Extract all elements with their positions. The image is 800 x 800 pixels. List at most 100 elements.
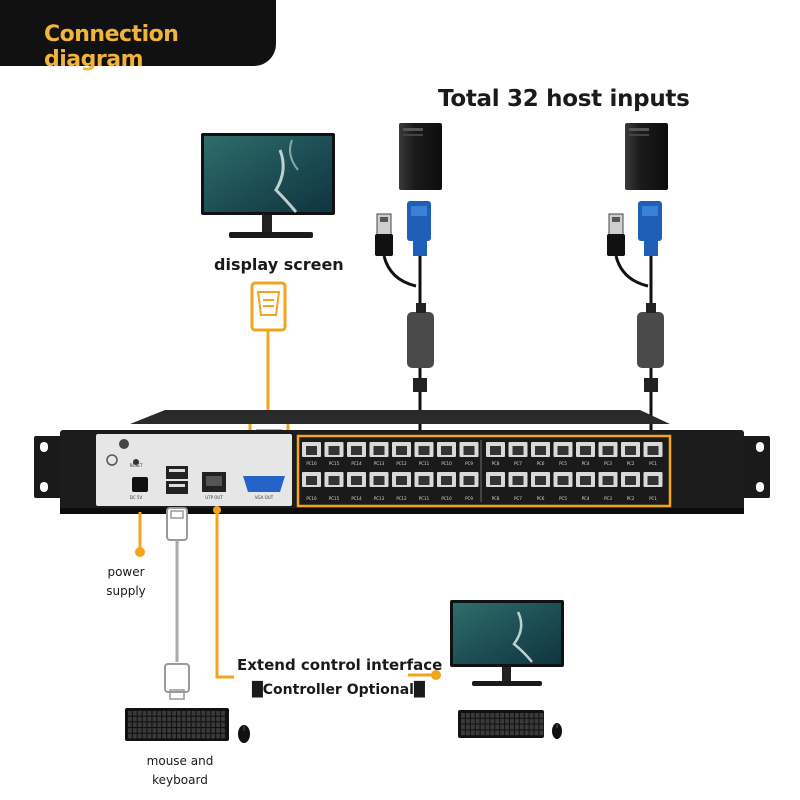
keyboard-key bbox=[201, 716, 206, 722]
port-label: PC6 bbox=[537, 496, 545, 501]
keyboard-key bbox=[186, 716, 191, 722]
keyboard-key bbox=[490, 724, 495, 730]
keyboard-key bbox=[172, 722, 176, 727]
port-label: PC11 bbox=[419, 496, 430, 501]
keyboard-key bbox=[132, 722, 137, 727]
diagram-title: Connection diagram bbox=[44, 22, 179, 72]
keyboard-key bbox=[172, 728, 176, 733]
keyboard-key bbox=[216, 716, 220, 722]
keyboard-key bbox=[519, 718, 524, 724]
keyboard-key bbox=[162, 733, 167, 739]
keyboard-key bbox=[177, 711, 181, 716]
keyboard-key bbox=[539, 730, 544, 736]
keyboard-key bbox=[177, 728, 181, 733]
header-tag: Connection diagram bbox=[0, 0, 276, 72]
keyboard-key bbox=[132, 711, 137, 716]
port-label: PC12 bbox=[396, 496, 407, 501]
keyboard-key bbox=[495, 713, 500, 718]
keyboard-key bbox=[157, 711, 162, 716]
keyboard-key bbox=[510, 724, 514, 730]
keyboard-key bbox=[211, 716, 216, 722]
keyboard-key bbox=[206, 716, 211, 722]
keyboard-key bbox=[142, 711, 147, 716]
port-label: PC1 bbox=[649, 496, 657, 501]
keyboard-key bbox=[534, 724, 539, 730]
keyboard-key bbox=[167, 716, 171, 722]
keyboard-key bbox=[221, 728, 225, 733]
keyboard-key bbox=[514, 718, 519, 724]
usb-port-bottom bbox=[166, 481, 188, 494]
keyboard-key bbox=[177, 716, 181, 722]
keyboard-key bbox=[465, 713, 470, 718]
keyboard-key bbox=[475, 730, 480, 736]
utp-out-label: UTP OUT bbox=[205, 495, 223, 500]
keyboard-key bbox=[461, 718, 465, 724]
keyboard-key bbox=[514, 730, 519, 736]
keyboard-key bbox=[191, 722, 196, 727]
keyboard-key bbox=[480, 718, 485, 724]
rj45-port-socket bbox=[396, 476, 407, 485]
rj45-port-socket bbox=[512, 476, 524, 485]
keyboard-key bbox=[167, 711, 171, 716]
keyboard-key bbox=[167, 728, 171, 733]
console-keyboard-icon bbox=[458, 710, 544, 738]
keyboard-icon bbox=[125, 708, 229, 741]
rj45-port-socket bbox=[418, 446, 430, 455]
keyboard-key bbox=[152, 711, 157, 716]
usb-port-top bbox=[166, 466, 188, 479]
port-label: PC15 bbox=[329, 496, 340, 501]
port-label: PC13 bbox=[374, 461, 385, 466]
keyboard-key bbox=[211, 722, 216, 727]
keyboard-key bbox=[475, 718, 480, 724]
keyboard-key bbox=[137, 728, 142, 733]
keyboard-key bbox=[505, 718, 509, 724]
display-screen-label: display screen bbox=[214, 255, 344, 274]
port-label: PC8 bbox=[492, 461, 500, 466]
rj45-port-socket bbox=[602, 476, 614, 485]
dc-in-label: DC 5V bbox=[130, 495, 143, 500]
port-label: PC16 bbox=[306, 496, 317, 501]
rj45-port-socket bbox=[625, 476, 636, 485]
keyboard-key bbox=[157, 728, 162, 733]
rj45-port-socket bbox=[418, 476, 430, 485]
port-label: PC3 bbox=[604, 461, 612, 466]
keyboard-key bbox=[137, 716, 142, 722]
keyboard-key bbox=[470, 724, 475, 730]
keyboard-key bbox=[490, 730, 495, 736]
rj45-port-socket bbox=[512, 446, 524, 455]
rj45-port-socket bbox=[490, 476, 501, 485]
keyboard-key bbox=[500, 730, 505, 736]
keyboard-key bbox=[461, 724, 465, 730]
keyboard-key bbox=[196, 722, 201, 727]
keyboard-key bbox=[485, 724, 490, 730]
controller-optional-label: █Controller Optional█ bbox=[252, 682, 425, 698]
vga-out-port bbox=[243, 476, 285, 492]
keyboard-key bbox=[524, 730, 529, 736]
keyboard-key bbox=[485, 718, 490, 724]
rj45-port-socket bbox=[625, 446, 636, 455]
keyboard-key bbox=[172, 711, 176, 716]
rj45-port-socket bbox=[306, 446, 317, 455]
keyboard-key bbox=[529, 724, 534, 730]
keyboard-key bbox=[539, 713, 544, 718]
keyboard-key bbox=[500, 718, 505, 724]
keyboard-key bbox=[196, 711, 201, 716]
keyboard-key bbox=[480, 713, 485, 718]
rj45-port-socket bbox=[647, 476, 659, 485]
keyboard-key bbox=[196, 716, 201, 722]
keyboard-key bbox=[534, 730, 539, 736]
keyboard-key bbox=[152, 722, 157, 727]
port-label: PC14 bbox=[351, 496, 362, 501]
keyboard-key bbox=[510, 718, 514, 724]
keyboard-key bbox=[475, 724, 480, 730]
keyboard-key bbox=[137, 722, 142, 727]
keyboard-key bbox=[128, 733, 132, 739]
keyboard-key bbox=[465, 730, 470, 736]
keyboard-key bbox=[147, 722, 152, 727]
port-label: PC8 bbox=[492, 496, 500, 501]
keyboard-key bbox=[470, 713, 475, 718]
rj45-port-socket bbox=[328, 476, 340, 485]
keyboard-key bbox=[191, 716, 196, 722]
rj45-port-socket bbox=[557, 446, 569, 455]
